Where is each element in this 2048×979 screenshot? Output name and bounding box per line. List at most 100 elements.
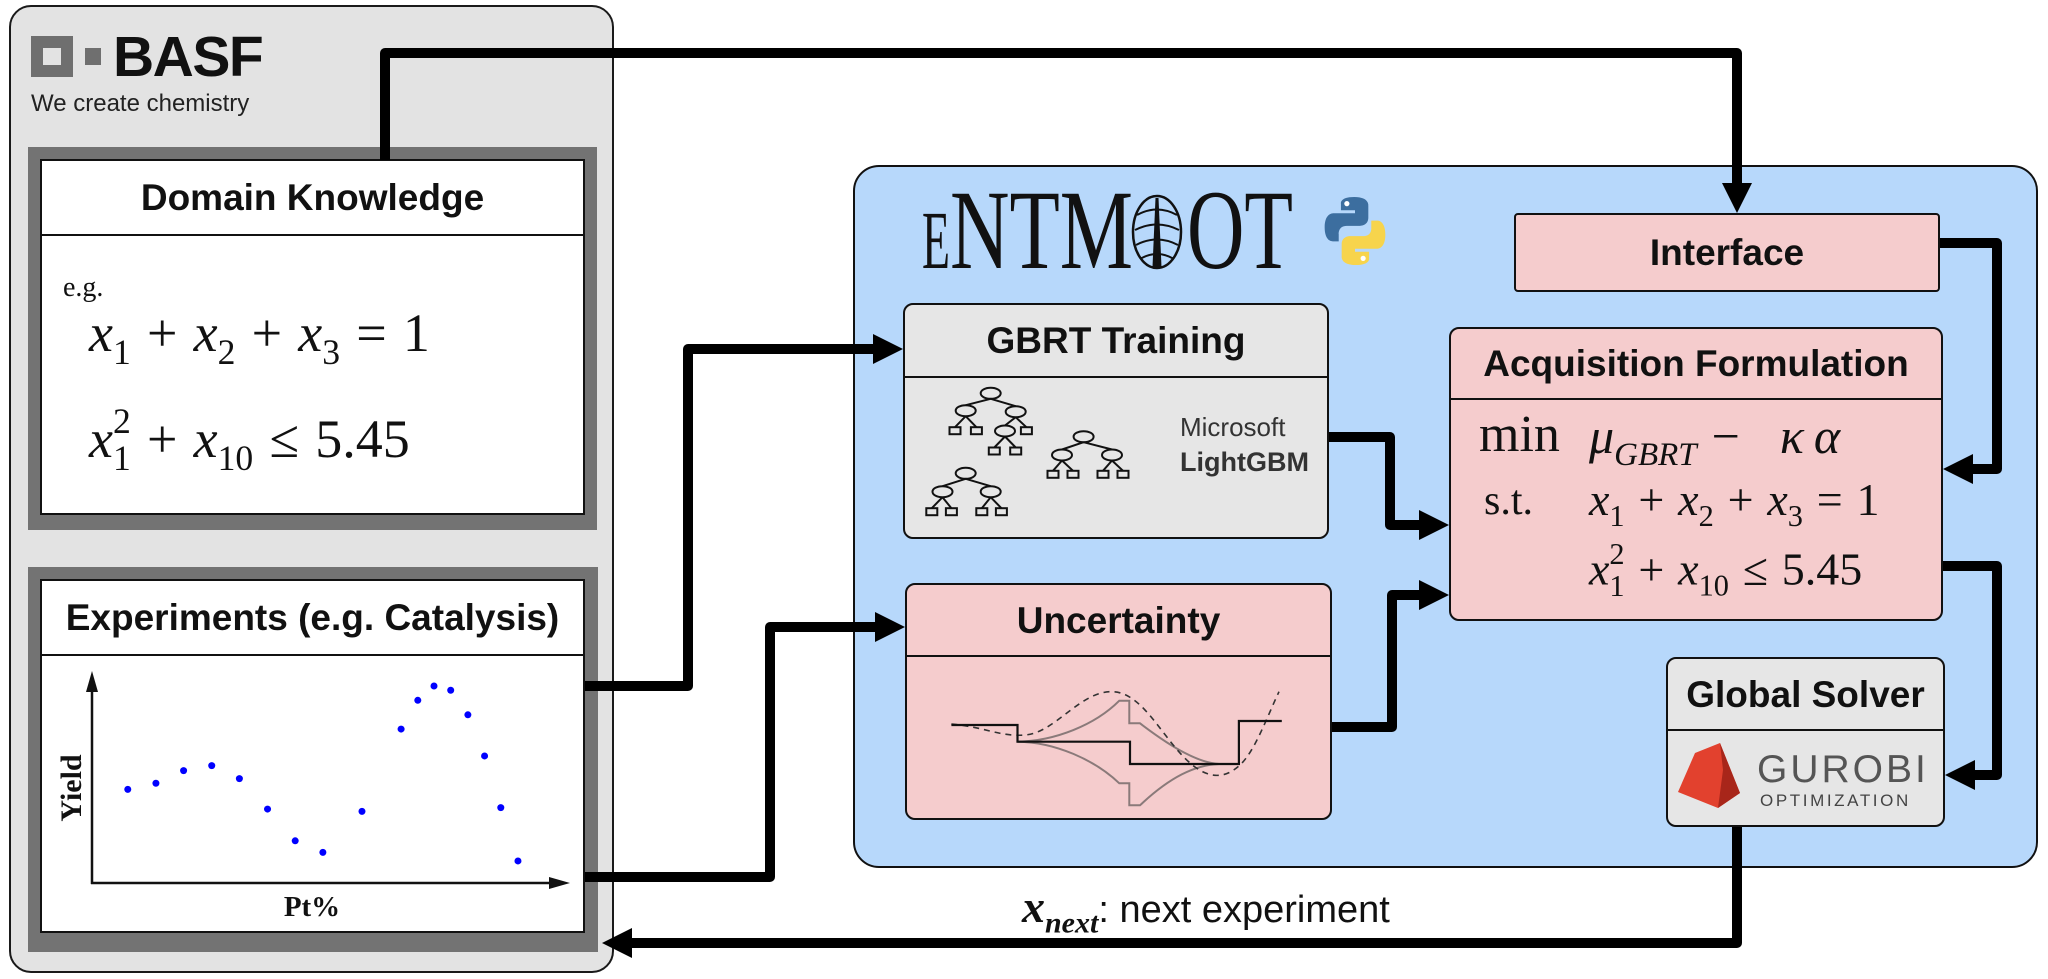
eq-var: x bbox=[193, 303, 218, 363]
eq-subscript: 1 bbox=[112, 438, 131, 479]
objective-label: min bbox=[1479, 406, 1560, 463]
decision-tree-icon bbox=[1046, 430, 1130, 479]
eq-var: x bbox=[1589, 474, 1610, 525]
example-label: e.g. bbox=[63, 272, 104, 303]
scatter-point bbox=[291, 837, 299, 845]
yield-scatter-plot: Yield Pt% bbox=[55, 671, 570, 923]
eq-subscript: 2 bbox=[1698, 498, 1714, 533]
eq-subscript: 10 bbox=[1698, 568, 1729, 603]
experiments-box: Experiments (e.g. Catalysis) bbox=[40, 579, 585, 933]
scatter-point bbox=[514, 857, 522, 865]
eq-rhs: 5.45 bbox=[315, 409, 410, 470]
eq-operator: + bbox=[146, 303, 178, 363]
lower-bound-curve bbox=[1017, 740, 1239, 807]
next-var-subscript: next bbox=[1045, 906, 1099, 940]
scatter-point bbox=[235, 775, 243, 783]
eq-relation: = bbox=[356, 303, 387, 363]
y-axis-arrow-icon bbox=[86, 671, 98, 692]
entmoot-logo-lead: E bbox=[922, 194, 950, 280]
scatter-point bbox=[397, 725, 405, 733]
scatter-points bbox=[124, 682, 522, 865]
scatter-point bbox=[358, 807, 366, 815]
eq-var: α bbox=[1813, 408, 1841, 464]
eq-superscript: 2 bbox=[1609, 537, 1625, 571]
scatter-point bbox=[464, 711, 472, 719]
acq-constraint-sum: x1+x2+x3=1 bbox=[1589, 474, 1879, 533]
gurobi-wordmark: GUROBI bbox=[1757, 748, 1929, 791]
y-axis-label: Yield bbox=[55, 754, 88, 822]
eq-subscript: 2 bbox=[217, 331, 236, 372]
gbrt-mean-step bbox=[951, 719, 1282, 766]
domain-knowledge-title: Domain Knowledge bbox=[140, 177, 485, 218]
uncertainty-header: Uncertainty bbox=[907, 585, 1330, 657]
eq-operator: + bbox=[251, 303, 283, 363]
lightgbm-library: LightGBM bbox=[1180, 447, 1309, 477]
gbrt-training-module: GBRT Training bbox=[903, 303, 1329, 539]
python-logo-icon bbox=[1324, 196, 1386, 266]
eq-subscript: 1 bbox=[112, 331, 131, 372]
uncertainty-title: Uncertainty bbox=[1016, 599, 1221, 641]
eq-var: x bbox=[298, 303, 323, 363]
eq-subscript: 1 bbox=[1609, 568, 1625, 603]
next-var: x bbox=[1022, 881, 1045, 932]
scatter-point bbox=[208, 762, 216, 770]
scatter-point bbox=[152, 779, 160, 787]
entmoot-logo-tail: OT bbox=[1187, 180, 1293, 280]
decision-tree-icon bbox=[948, 386, 1033, 456]
eq-operator: − bbox=[1711, 408, 1740, 464]
x-axis-arrow-icon bbox=[549, 877, 570, 889]
uncertainty-illustration bbox=[951, 690, 1282, 807]
global-solver-header: Global Solver bbox=[1668, 659, 1943, 731]
experiments-header: Experiments (e.g. Catalysis) bbox=[42, 581, 583, 656]
entmoot-tree-icon bbox=[1131, 194, 1183, 270]
eq-var: κ bbox=[1779, 408, 1804, 464]
eq-var: x bbox=[89, 303, 113, 363]
eq-subscript: 3 bbox=[1787, 498, 1803, 533]
scatter-point bbox=[264, 805, 272, 813]
scatter-point bbox=[180, 767, 188, 775]
eq-subscript: 3 bbox=[322, 331, 341, 372]
eq-var: x bbox=[89, 409, 113, 470]
experiments-title: Experiments (e.g. Catalysis) bbox=[65, 597, 560, 638]
eq-operator: + bbox=[1638, 543, 1665, 595]
entmoot-logo: ENTMOOT E NTM OT bbox=[922, 180, 1293, 280]
scatter-point bbox=[319, 848, 327, 856]
scatter-point bbox=[414, 696, 422, 704]
eq-var: μ bbox=[1589, 408, 1615, 464]
eq-subscript: 10 bbox=[217, 438, 254, 479]
acquisition-formulation-module: Acquisition Formulation bbox=[1449, 327, 1943, 621]
eq-subscript: GBRT bbox=[1614, 436, 1697, 473]
arrow-experiments-to-uncertainty bbox=[585, 622, 877, 882]
gbrt-header: GBRT Training bbox=[905, 305, 1327, 378]
interface-module: Interface bbox=[1514, 213, 1940, 292]
scatter-point bbox=[447, 686, 455, 694]
eq-operator: + bbox=[1638, 474, 1665, 525]
eq-operator: + bbox=[1727, 474, 1754, 525]
basf-tagline: We create chemistry bbox=[31, 90, 250, 117]
basf-square-outline-icon bbox=[31, 36, 73, 77]
eq-relation: ≤ bbox=[269, 409, 300, 470]
eq-var: x bbox=[1678, 474, 1699, 525]
true-function-curve bbox=[951, 690, 1280, 777]
eq-relation: = bbox=[1816, 474, 1843, 525]
acquisition-header: Acquisition Formulation bbox=[1451, 329, 1941, 400]
domain-knowledge-box: Domain Knowledge bbox=[40, 159, 585, 515]
scatter-point bbox=[497, 804, 505, 812]
eq-rhs: 5.45 bbox=[1781, 543, 1863, 595]
basf-square-small-icon bbox=[85, 48, 101, 65]
eq-var: x bbox=[1589, 543, 1610, 595]
arrow-experiments-to-gbrt bbox=[585, 344, 875, 691]
eq-operator: + bbox=[146, 409, 178, 470]
domain-knowledge-header: Domain Knowledge bbox=[42, 161, 583, 236]
eq-subscript: 1 bbox=[1609, 498, 1625, 533]
x-axis-label: Pt% bbox=[284, 891, 340, 923]
eq-var: x bbox=[1767, 474, 1788, 525]
basf-wordmark: BASF bbox=[113, 25, 264, 89]
eq-superscript: 2 bbox=[112, 401, 131, 441]
global-solver-module: Global Solver bbox=[1666, 657, 1945, 827]
tree-ensemble-illustration bbox=[925, 386, 1130, 517]
